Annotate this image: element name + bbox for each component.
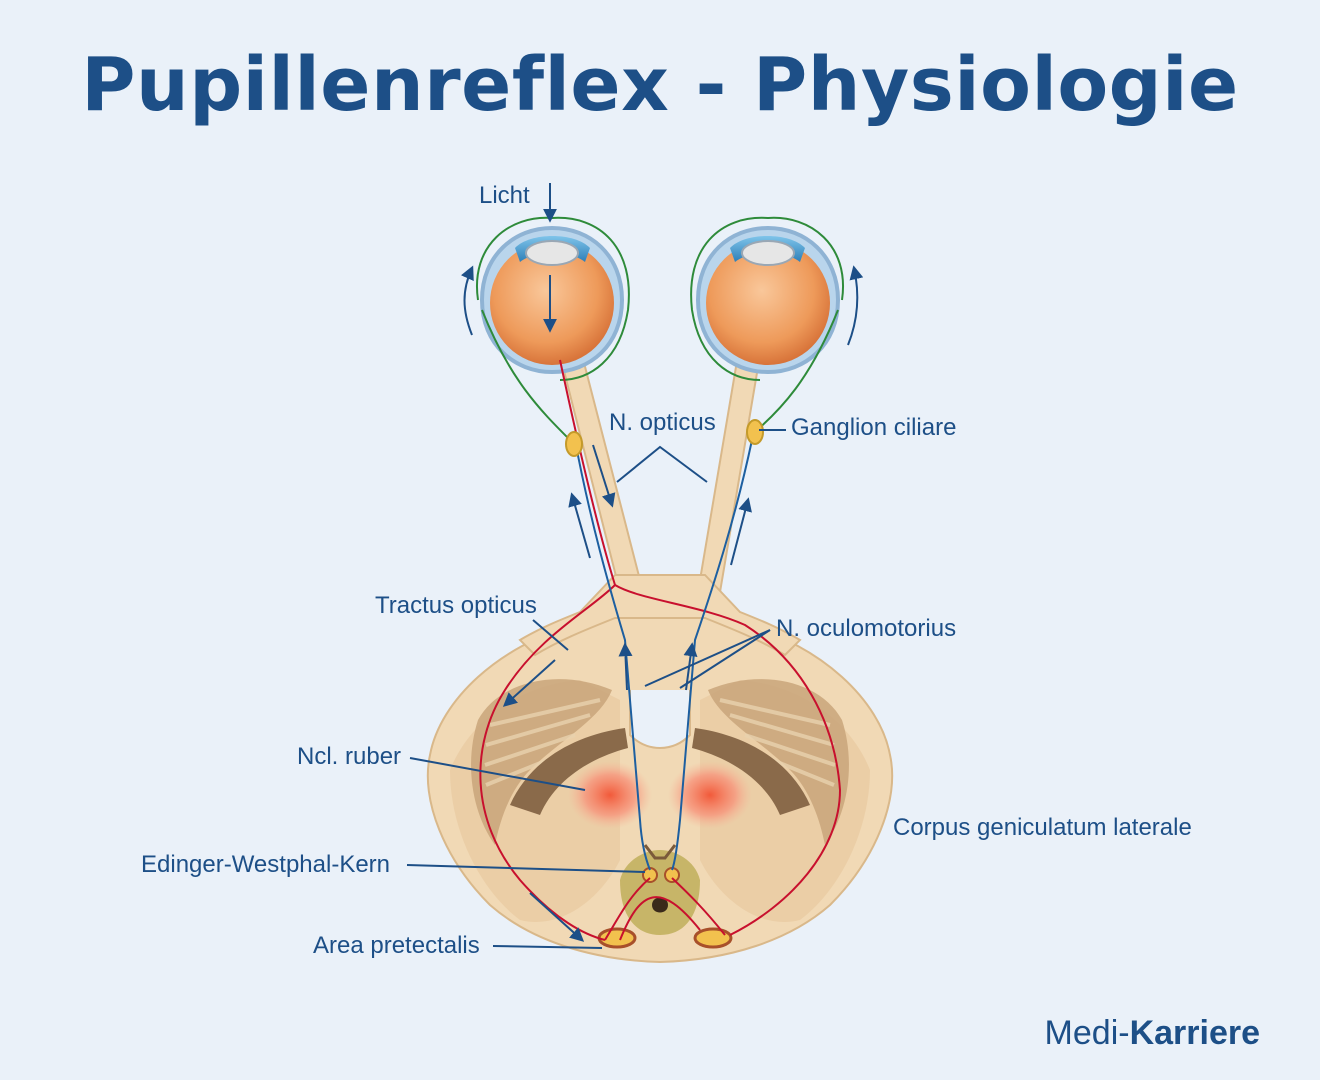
afferent-light-pathway <box>479 359 842 941</box>
label-licht: Licht <box>479 182 530 209</box>
oculomotor-pathway <box>574 439 753 871</box>
midbrain-section <box>426 599 894 964</box>
label-tractus-opticus: Tractus opticus <box>375 592 537 619</box>
label-n-opticus: N. opticus <box>609 409 716 436</box>
right-eye <box>690 216 845 381</box>
right-ciliary-ganglion <box>746 419 764 445</box>
left-eye <box>475 216 630 381</box>
ciliary-fibers <box>481 309 839 457</box>
label-ncl-ruber: Ncl. ruber <box>297 743 402 770</box>
label-leaders <box>406 429 786 949</box>
label-ganglion-ciliare: Ganglion ciliare <box>791 414 957 441</box>
label-corpus-geniculatum: Corpus geniculatum laterale <box>893 814 1192 841</box>
brand-name: Karriere <box>1129 1014 1260 1052</box>
optic-pathway <box>518 354 802 657</box>
label-area-pretectalis: Area pretectalis <box>313 932 480 959</box>
page-title: Pupillenreflex - Physiologie <box>81 42 1239 128</box>
label-edinger-westphal: Edinger-Westphal-Kern <box>141 851 391 878</box>
left-ciliary-ganglion <box>565 431 583 457</box>
brand-logo: Medi-Karriere <box>1045 1014 1260 1053</box>
label-n-oculomotorius: N. oculomotorius <box>776 615 957 642</box>
brand-prefix: Medi- <box>1044 1014 1130 1052</box>
